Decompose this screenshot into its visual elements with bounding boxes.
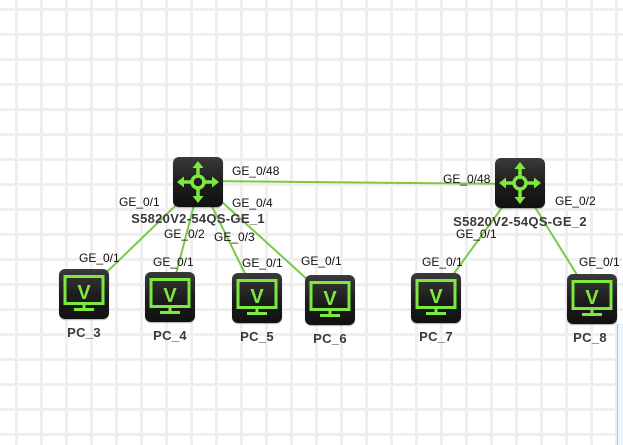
pc-pc6[interactable]: V — [305, 275, 355, 325]
device-label-pc6: PC_6 — [313, 331, 347, 346]
svg-text:V: V — [250, 286, 264, 308]
svg-text:V: V — [323, 288, 337, 310]
pc-monitor-icon: V — [309, 281, 351, 317]
pc-pc4[interactable]: V — [145, 272, 195, 322]
pc-monitor-icon: V — [236, 279, 278, 315]
port-label-sw1-ge048: GE_0/48 — [232, 164, 280, 178]
pc-monitor-icon: V — [149, 278, 191, 314]
pc-pc5[interactable]: V — [232, 273, 282, 323]
port-label-sw2-ge01: GE_0/1 — [456, 227, 497, 241]
switch-sw2[interactable] — [495, 158, 545, 208]
device-label-pc3: PC_3 — [67, 325, 101, 340]
port-label-pc4-ge01: GE_0/1 — [153, 255, 194, 269]
port-label-pc3-ge01: GE_0/1 — [79, 251, 120, 265]
device-label-sw2: S5820V2-54QS-GE_2 — [453, 214, 587, 229]
device-label-pc4: PC_4 — [153, 328, 187, 343]
port-label-sw1-ge03: GE_0/3 — [214, 230, 255, 244]
device-label-pc8: PC_8 — [573, 330, 607, 345]
svg-text:V: V — [163, 285, 177, 307]
device-label-pc5: PC_5 — [240, 329, 274, 344]
svg-text:V: V — [585, 287, 599, 309]
port-label-pc8-ge01: GE_0/1 — [579, 255, 620, 269]
device-label-sw1: S5820V2-54QS-GE_1 — [131, 211, 265, 226]
switch-sw1[interactable] — [173, 157, 223, 207]
switch-icon — [499, 162, 541, 204]
port-label-sw1-ge02: GE_0/2 — [164, 227, 205, 241]
device-label-pc7: PC_7 — [419, 329, 453, 344]
port-label-sw2-ge048: GE_0/48 — [443, 172, 491, 186]
pc-pc7[interactable]: V — [411, 273, 461, 323]
pc-pc8[interactable]: V — [567, 274, 617, 324]
svg-text:V: V — [429, 286, 443, 308]
port-label-sw1-ge04: GE_0/4 — [232, 196, 273, 210]
port-label-sw1-ge01: GE_0/1 — [119, 195, 160, 209]
pc-monitor-icon: V — [415, 279, 457, 315]
pc-monitor-icon: V — [571, 280, 613, 316]
side-panel-edge — [617, 324, 623, 445]
pc-monitor-icon: V — [63, 275, 105, 311]
switch-icon — [177, 161, 219, 203]
port-label-pc6-ge01: GE_0/1 — [301, 254, 342, 268]
link-sw1-sw2[interactable] — [199, 180, 521, 185]
svg-text:V: V — [77, 282, 91, 304]
pc-pc3[interactable]: V — [59, 269, 109, 319]
port-label-sw2-ge02: GE_0/2 — [555, 194, 596, 208]
port-label-pc7-ge01: GE_0/1 — [422, 255, 463, 269]
port-label-pc5-ge01: GE_0/1 — [242, 256, 283, 270]
